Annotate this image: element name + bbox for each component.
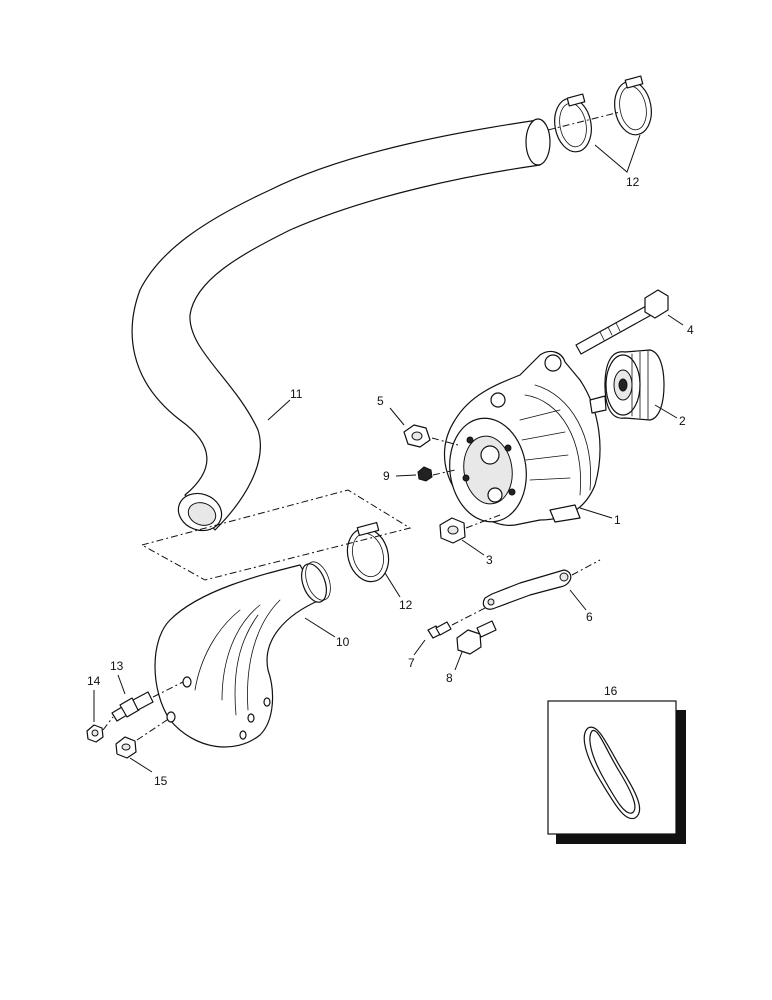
callout-16-label: 16 [604, 684, 618, 698]
elbow-10 [154, 561, 331, 748]
callout-4-label: 4 [687, 323, 694, 337]
callout-12-top-label: 12 [626, 175, 640, 189]
callout-13-label: 13 [110, 659, 124, 673]
nut-3 [439, 517, 466, 544]
callout-12-mid-label: 12 [399, 598, 413, 612]
nut-5 [403, 424, 431, 448]
hose-clamp-12-mid [346, 521, 390, 583]
nut-14 [86, 724, 104, 743]
callout-12-top: 12 [594, 134, 641, 189]
assembly-boundary [140, 489, 412, 581]
pulley-2 [604, 349, 665, 421]
bolt-4 [575, 289, 669, 355]
fitting-13 [111, 691, 154, 722]
nut-9 [417, 466, 433, 482]
callout-10-label: 10 [336, 635, 350, 649]
callout-7-label: 7 [408, 656, 415, 670]
callout-9-label: 9 [383, 469, 390, 483]
callout-8-label: 8 [446, 671, 453, 685]
callout-5-label: 5 [377, 394, 384, 408]
hose-11 [131, 118, 551, 532]
alternator-1 [443, 350, 607, 526]
screw-7 [427, 621, 452, 639]
callout-1-label: 1 [614, 513, 621, 527]
callout-2-label: 2 [679, 414, 686, 428]
nut-15 [115, 736, 137, 759]
belt-16-inset [547, 700, 686, 844]
bolt-8 [456, 620, 497, 655]
callout-11-label: 11 [290, 387, 303, 401]
bracket-6 [482, 569, 572, 610]
callout-6-label: 6 [586, 610, 593, 624]
callout-3-label: 3 [486, 553, 493, 567]
callout-14-label: 14 [87, 674, 101, 688]
hose-clamp-12-top-a [554, 93, 592, 153]
callout-15-label: 15 [154, 774, 168, 788]
hose-clamp-12-top-b [614, 75, 652, 136]
